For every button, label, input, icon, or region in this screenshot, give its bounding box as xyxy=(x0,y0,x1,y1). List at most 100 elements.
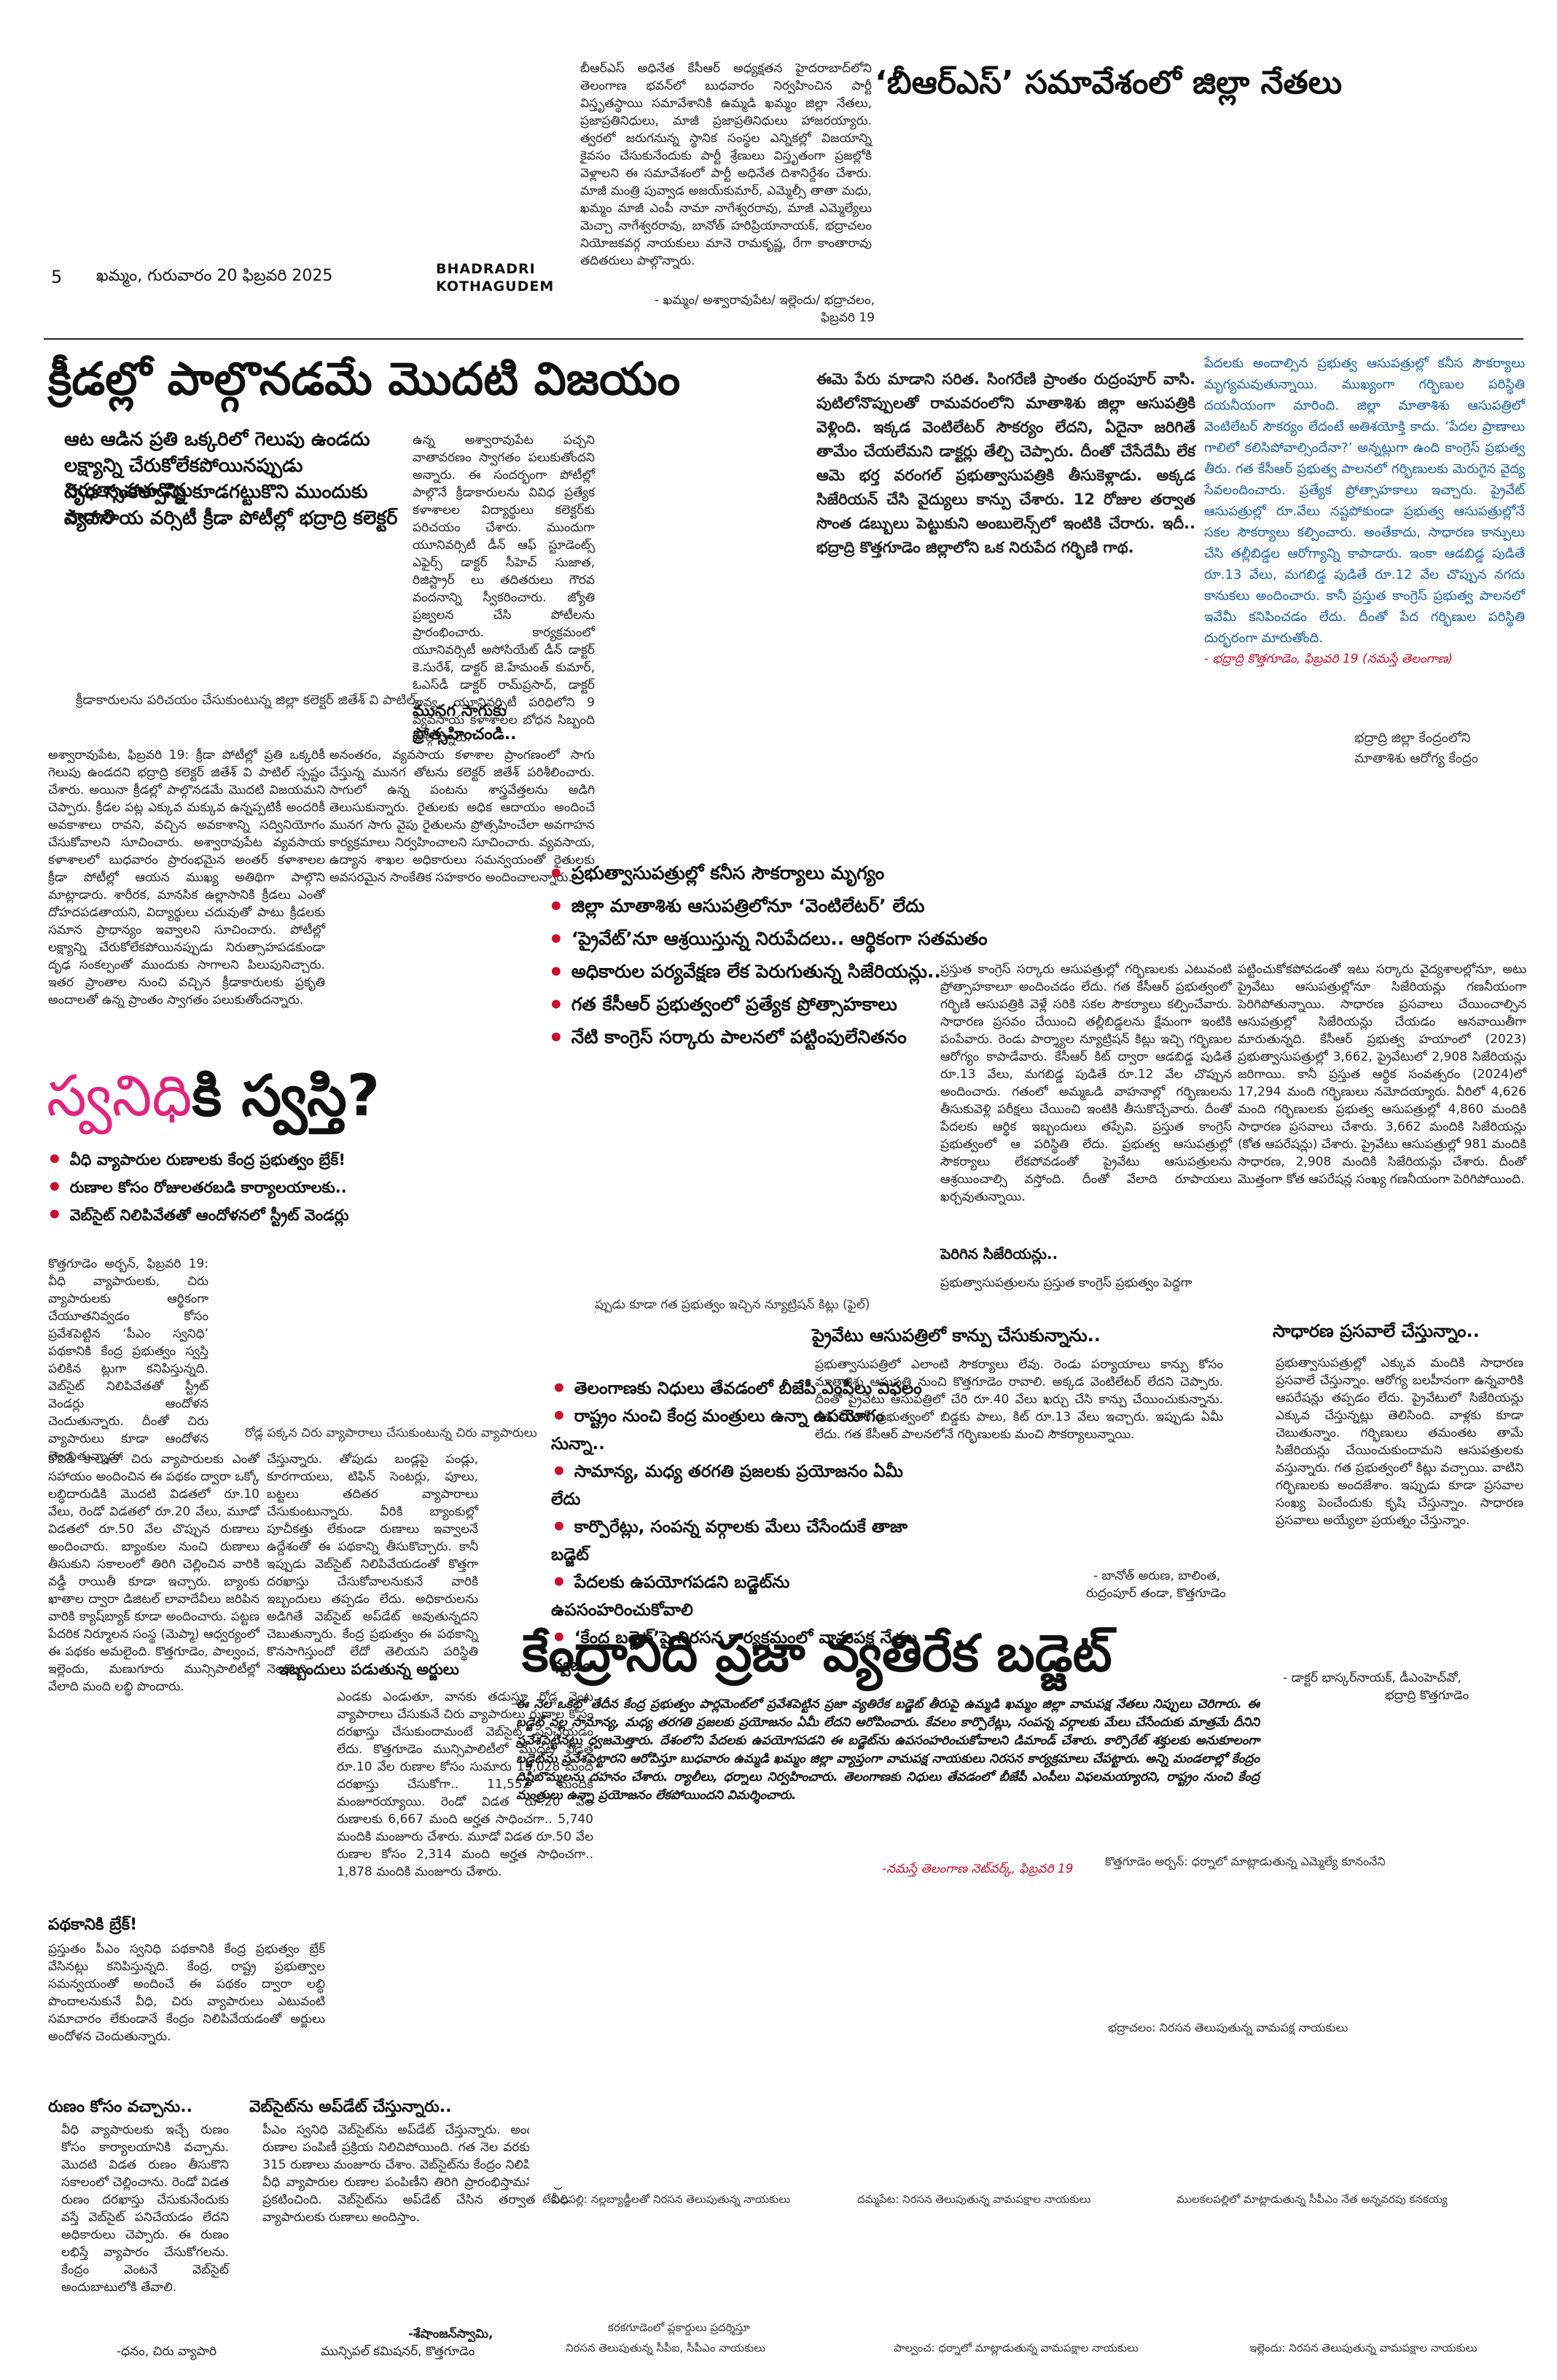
doctor-credit-2: భద్రాద్రి కొత్తగూడెం xyxy=(1385,1688,1470,1703)
protest-photo-karakagudem xyxy=(529,2223,828,2311)
bullet-item: అధికారుల పర్యవేక్షణ లేక పెరుగుతున్న సిజే… xyxy=(548,956,1000,988)
nutrition-kit-caption: గర్భిణులుగా ఉన్నప్పుడు కూడా గత ప్రభుత్వం… xyxy=(510,1298,870,1312)
street-vendors-caption: రోడ్ల పక్కన చిరు వ్యాపారాలు చేసుకుంటున్న… xyxy=(245,1426,537,1440)
district-name-line2: KOTHAGUDEM xyxy=(436,278,555,294)
cesarean-subhead: పెరిగిన సిజేరియన్లు.. xyxy=(940,1245,1058,1263)
bullet-item: రుణాల కోసం రోజులతరబడి కార్యాలయాలకు.. xyxy=(47,1174,455,1201)
svanidhi-col-mid: చేస్తున్నారు. తోపుడు బండ్లపై పండ్లు, కూర… xyxy=(267,1452,478,1677)
mother-photo xyxy=(1086,1451,1268,1560)
sports-subhead-3: దృఢ సంకల్పాన్ని కూడగట్టుకొని ముందుకు సాగ… xyxy=(64,481,368,528)
sports-subhead-1: ఆట ఆడిన ప్రతి ఒక్కరిలో గెలుపు ఉండదు xyxy=(64,429,370,450)
website-credit-2: మున్సిపల్‌ కమిషనర్‌, కొత్తగూడెం xyxy=(321,2344,475,2359)
bullet-item: కార్పొరేట్లు, సంపన్న వర్గాలకు మేలు చేసేం… xyxy=(551,1513,930,1569)
sports-body-right: ఉన్న అశ్వారావుపేట పచ్చని వాతావరణం స్వాగత… xyxy=(413,433,595,745)
dateline: ఖమ్మం, గురువారం 20 ఫిబ్రవరి 2025 xyxy=(96,267,333,285)
protest-photo-yellandu xyxy=(1166,2223,1523,2333)
caption-mulakalapalli: ములకలపల్లిలో మాట్లాడుతున్న సీపీఎం నేత అన… xyxy=(1176,2193,1448,2206)
protest-photo-tekulapalli xyxy=(529,2085,828,2187)
loan-credit: -ధనం, చిరు వ్యాపారి xyxy=(117,2344,217,2359)
protest-photo-bhadrachalam xyxy=(991,1888,1523,2012)
brs-body: బీఆర్‌ఎస్‌ అధినేత కేసీఆర్‌ అధ్యక్షతన హైద… xyxy=(580,61,872,268)
brs-headline: ‘బీఆర్‌ఎస్‌’ సమావేశంలో జిల్లా నేతలు xyxy=(875,64,1343,101)
private-hospital-subhead: ప్రైవేటు ఆసుపత్రిలో కాన్పు చేసుకున్నాను.… xyxy=(812,1325,1101,1346)
svanidhi-bullets: వీధి వ్యాపారుల రుణాలకు కేంద్ర ప్రభుత్వం … xyxy=(47,1146,455,1229)
brs-credit: - ఖమ్మం/ అశ్వారావుపేట/ ఇల్లెందు/ భద్రాచల… xyxy=(654,293,875,325)
pregnant-col2: పట్టించుకోకపోవడంతో ఇటు సర్కారు వైద్యశాలల… xyxy=(1238,962,1526,1187)
munaga-subhead: మునగ సాగుకు ప్రోత్సహించండి.. xyxy=(413,702,517,744)
sports-subhead-4: వ్యవసాయ వర్సిటీ క్రీడా పోటీల్లో భద్రాద్ర… xyxy=(64,507,398,529)
svanidhi-headline: స్వనిధికి స్వస్తి? xyxy=(47,1061,557,1131)
caption-karakagudem-2: నిరసన తెలుపుతున్న సీపీఐ, సీపీఎం నాయకులు xyxy=(566,2341,765,2354)
caption-kothagudem: కొత్తగూడెం అర్బన్‌: ధర్నాలో మాట్లాడుతున్… xyxy=(1105,1854,1386,1868)
protest-photo-kothagudem xyxy=(1268,1706,1523,1844)
normal-delivery-subhead: సాధారణ ప్రసవాలే చేస్తున్నాం.. xyxy=(1273,1321,1480,1341)
budget-bullets: తెలంగాణకు నిధులు తేవడంలో బీజేపీ ఎంపీలు వ… xyxy=(551,1375,930,1679)
svanidhi-headline-black: కి స్వస్తి? xyxy=(192,1064,380,1129)
pregnant-footnote: ప్రభుత్వాసుపత్రులను ప్రస్తుత కాంగ్రెస్‌ … xyxy=(940,1276,1193,1290)
caption-tekulapalli: టేకులపల్లి: నల్లబ్యాడ్జీలతో నిరసన తెలుపు… xyxy=(542,2193,791,2206)
svanidhi-headline-pink: స్వనిధి xyxy=(47,1064,192,1129)
difficulty-body: ఎండకు ఎండుతూ, వానకు తడుస్తూ రోడ్ల వెంట వ… xyxy=(337,1690,593,1879)
sports-headline: క్రీడల్లో పాల్గొనడమే మొదటి విజయం xyxy=(48,352,681,405)
loan-body: వీధి వ్యాపారులకు ఇచ్చే రుణం కోసం కార్యాల… xyxy=(61,2123,229,2295)
budget-headline: కేంద్రానిది ప్రజా వ్యతిరేక బడ్జెట్‌ xyxy=(522,1623,1112,1683)
hospital-caption-2: మాతాశిశు ఆరోగ్య కేంద్రం xyxy=(1354,751,1478,766)
munaga-body: అనంతరం, వ్యవసాయ కళాశాల ప్రాంగణంలో సాగు చ… xyxy=(329,748,595,885)
website-body: పీఎం స్వనిధి వెబ్‌సైట్‌ను అప్‌డేట్‌ చేస్… xyxy=(262,2123,569,2225)
bullet-item: గత కేసీఆర్‌ ప్రభుత్వంలో ప్రత్యేక ప్రోత్స… xyxy=(548,988,1000,1021)
website-subhead: వెబ్‌సైట్‌ను అప్‌డేట్‌ చేస్తున్నారు.. xyxy=(249,2098,452,2116)
masthead-rule xyxy=(44,338,1523,340)
protest-photo-1 xyxy=(529,1888,981,2077)
blue-note-credit: - భద్రాద్రి కొత్తగూడెం, ఫిబ్రవరి 19 (నమస… xyxy=(1204,652,1453,666)
private-credit-2: రుద్రంపూర్‌ తండా, కొత్తగూడెం xyxy=(1086,1586,1226,1601)
bullet-item: జిల్లా మాతాశిశు ఆసుపత్రిలోనూ ‘వెంటిలేటర్… xyxy=(548,890,1000,923)
protest-photo-palvancha xyxy=(838,2223,1152,2333)
normal-delivery-body: ప్రభుత్వాసుపత్రుల్లో ఎక్కువ మందికి సాధార… xyxy=(1276,1356,1523,1528)
bullet-item: వీధి వ్యాపారుల రుణాలకు కేంద్ర ప్రభుత్వం … xyxy=(47,1146,455,1174)
pregnant-col1: ప్రస్తుత కాంగ్రెస్‌ సర్కారు ఆసుపత్రుల్లో… xyxy=(940,962,1232,1204)
caption-dammapeta: దమ్మపేట: నిరసన తెలుపుతున్న వామపక్షాల నాయ… xyxy=(857,2193,1091,2206)
svanidhi-col-left: కోవిడ్‌ కాలంలో చిరు వ్యాపారులకు ఎంతో సహా… xyxy=(48,1452,260,1694)
sports-photo xyxy=(48,547,413,685)
bullet-item: నేటి కాంగ్రెస్‌ సర్కారు పాలనలో పట్టింపుల… xyxy=(548,1021,1000,1054)
bullet-item: ‘ప్రైవేట్‌’నూ ఆశ్రయిస్తున్న నిరుపేదలు.. … xyxy=(548,923,1000,956)
scheme-break-subhead: పథకానికి బ్రేక్‌! xyxy=(48,1916,138,1934)
pregnant-bullets: ప్రభుత్వాసుపత్రుల్లో కనీస సౌకర్యాలు మృగ్… xyxy=(548,857,1000,1054)
caption-karakagudem-1: కరకగూడెంలో ప్లకార్డులు ప్రదర్శిస్తూ xyxy=(608,2321,751,2334)
district-name-line1: BHADRADRI xyxy=(436,261,536,277)
bullet-item: వెబ్‌సైట్‌ నిలిపివేతతో ఆందోళనలో స్ట్రీట్… xyxy=(47,1201,455,1229)
loan-subhead: రుణం కోసం వచ్చాను.. xyxy=(48,2098,192,2116)
budget-body: ఈ నెల ఒకటో తేదీన కేంద్ర ప్రభుత్వం పార్లమ… xyxy=(516,1697,1260,1803)
private-credit-1: - బానోత్‌ అరుణ, బాలింత, xyxy=(1093,1569,1220,1583)
bullet-item: సామాన్య, మధ్య తరగతి ప్రజలకు ప్రయోజనం ఏమీ… xyxy=(551,1458,930,1513)
pregnant-photo xyxy=(813,569,1193,846)
difficulty-subhead: ఇబ్బందులు పడుతున్న అర్జులు xyxy=(278,1661,459,1678)
doctor-credit-1: - డాక్టర్‌ భాస్కర్‌నాయక్‌, డీఎంహెచ్‌వో, xyxy=(1283,1671,1462,1685)
caption-palvancha: పాల్వంచ: ధర్నాలో మాట్లాడుతున్న వామపక్షాల… xyxy=(894,2341,1139,2354)
bullet-item: తెలంగాణకు నిధులు తేవడంలో బీజేపీ ఎంపీలు వ… xyxy=(551,1375,930,1402)
vendor-photo xyxy=(176,2121,235,2194)
scheme-break-body: ప్రస్తుతం పీఎం స్వనిధి పథకానికి కేంద్ర ప… xyxy=(48,1942,325,2044)
bullet-item: పేదలకు ఉపయోగపడని బడ్జెట్‌ను ఉపసంహరించుకో… xyxy=(551,1569,930,1624)
page-number: 5 xyxy=(51,267,63,287)
blue-boxed-note: పేదలకు అందాల్సిన ప్రభుత్వ ఆసుపత్రుల్లో క… xyxy=(1204,353,1525,695)
nutrition-kit-photo xyxy=(554,1050,933,1268)
caption-bhadrachalam: భద్రాచలం: నిరసన తెలుపుతున్న వామపక్ష నాయక… xyxy=(1108,2021,1349,2034)
sports-photo-caption: క్రీడాకారులను పరిచయం చేసుకుంటున్న జిల్లా… xyxy=(76,692,416,708)
street-vendors-photo xyxy=(216,1232,595,1425)
protest-photo-dammapeta xyxy=(838,2085,1152,2187)
protest-photo-mulakalapalli xyxy=(1166,2085,1523,2187)
bullet-item: రాష్ట్రం నుంచి కేంద్ర మంత్రులు ఉన్నా ఉపయ… xyxy=(551,1402,930,1458)
bullet-item: ‘కేంద్ర బడ్జెట్‌’పై నిరసన కార్యక్రమంలో వ… xyxy=(551,1624,930,1679)
blue-note-body: పేదలకు అందాల్సిన ప్రభుత్వ ఆసుపత్రుల్లో క… xyxy=(1204,356,1525,646)
budget-credit: -నమస్తే తెలంగాణ నెట్‌వర్క్‌, ఫిబ్రవరి 19 xyxy=(882,1862,1074,1876)
sports-body-left: అశ్వారావుపేట, ఫిబ్రవరి 19: క్రీడా పోటీల్… xyxy=(48,748,325,1007)
commissioner-photo xyxy=(260,2127,311,2200)
caption-yellandu: ఇల్లెందు: నిరసన తెలుపుతున్న వామపక్షాల నా… xyxy=(1249,2341,1478,2354)
hospital-caption-1: భద్రాద్రి జిల్లా కేంద్రంలోని xyxy=(1354,730,1471,746)
bullet-item: ప్రభుత్వాసుపత్రుల్లో కనీస సౌకర్యాలు మృగ్… xyxy=(548,857,1000,890)
brs-article-text: బీఆర్‌ఎస్‌ అధినేత కేసీఆర్‌ అధ్యక్షతన హైద… xyxy=(580,60,872,270)
svanidhi-intro: కొత్తగూడెం అర్బన్‌, ఫిబ్రవరి 19: వీధి వ్… xyxy=(48,1257,208,1464)
website-credit-1: -శేషాంజన్‌స్వామి, xyxy=(408,2327,493,2341)
brs-photo xyxy=(882,124,1523,324)
